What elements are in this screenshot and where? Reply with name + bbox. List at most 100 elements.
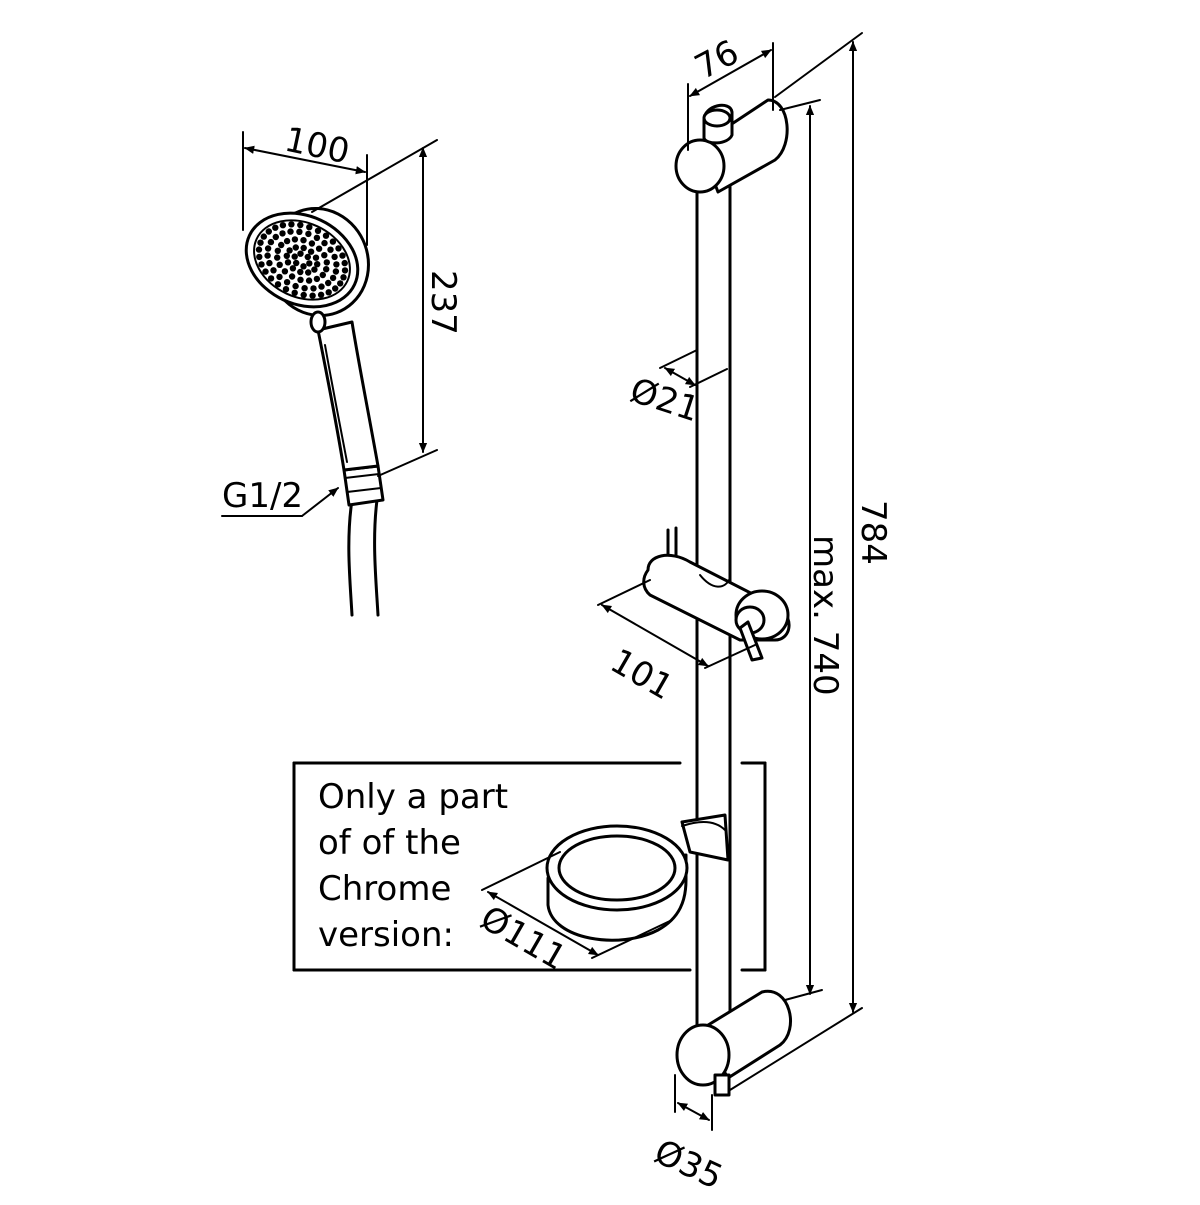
nozzle-dot [274,254,281,261]
dim-label-slider-width: 101 [604,641,680,708]
nozzle-dot [293,259,300,267]
nozzle-dot [274,281,282,288]
dim-label-holder-width: 76 [688,32,745,88]
nozzle-dot [323,266,330,273]
nozzle-dot [312,254,320,261]
nozzle-dot [291,289,298,296]
nozzle-dot [301,285,308,292]
nozzle-dot [308,240,316,247]
nozzle-dot [276,273,283,281]
nozzle-dot [329,238,337,245]
nozzle-dot [310,285,317,292]
nozzle-dot [258,261,265,268]
note-line-4: version: [318,915,454,955]
bottom-bracket [675,989,792,1097]
nozzle-dot [276,261,283,268]
nozzle-dot [291,253,298,260]
nozzle-dot [297,268,304,276]
nozzle-dot [314,227,322,234]
nozzle-dot [300,237,307,244]
nozzle-dot [332,268,340,275]
nozzle-dot [327,246,334,253]
nozzle-dot [325,289,332,296]
nozzle-dot [286,247,293,254]
nozzle-dot [283,237,291,245]
nozzle-dot [304,253,311,261]
nozzle-dot [272,224,279,231]
nozzle-dot [296,228,303,235]
nozzle-dot [341,259,348,267]
slider-holder [642,526,791,662]
note-line-3: Chrome [318,869,451,909]
nozzle-dot [335,245,342,252]
nozzle-dot [265,228,272,235]
nozzle-dot [255,246,263,253]
nozzle-dot [340,274,347,281]
dim-label-rail-diameter: Ø21 [625,371,704,431]
nozzle-dot [264,252,271,259]
nozzle-dot [332,285,339,292]
nozzle-dot [281,268,289,275]
dim-max-length: max. 740 [779,99,845,1001]
nozzle-dot [337,280,344,287]
dim-label-bracket-diameter: Ø35 [648,1132,728,1198]
nozzle-dot [311,266,318,273]
nozzle-dot [264,245,272,252]
nozzle-dot [292,244,299,251]
dim-hand-shower-length: 237 [311,139,463,477]
hand-shower [244,206,385,617]
nozzle-dot [306,260,313,267]
nozzle-dot [272,233,279,241]
nozzle-dot [319,271,326,279]
nozzle-dot [322,232,330,239]
nozzle-dot [329,274,337,282]
nozzle-dot [307,248,315,255]
hose-connector [342,464,385,507]
nozzle-dot [267,238,275,246]
nozzle-dot [257,239,264,246]
chrome-version-note: Only a part of of the Chrome version: [292,761,767,972]
nozzle-dot [317,291,325,298]
nozzle-dot [282,286,290,293]
nozzle-dot [279,222,287,229]
nozzle-dot [288,273,296,280]
hose [347,498,354,617]
nozzle-dot [289,265,297,272]
nozzle-dot [297,250,304,257]
nozzle-dot [270,267,277,274]
nozzle-dot [309,292,316,299]
nozzle-dot [318,283,325,290]
nozzle-dot [331,253,338,261]
nozzle-dot [279,230,286,237]
top-bracket [674,98,789,194]
nozzle-dot [341,267,349,274]
handle [316,320,380,472]
nozzle-dot [333,261,340,268]
dim-label-total-length: 784 [853,500,893,565]
nozzle-dot [278,241,285,249]
nozzle-dot [288,221,295,228]
nozzle-dot [287,228,294,235]
nozzle-dot [262,268,269,275]
nozzle-dot [297,276,304,283]
dim-label-head-width: 100 [281,120,353,173]
nozzle-dot [300,291,307,299]
nozzle-dot [339,252,346,259]
nozzle-dot [297,221,304,229]
nozzle-pattern [255,221,349,299]
dim-total-length: 784 [729,32,893,1091]
dim-connection-thread: G1/2 [221,476,339,517]
nozzle-dot [267,275,275,282]
nozzle-dot [321,252,328,259]
nozzle-dot [274,247,281,254]
nozzle-dot [266,259,273,267]
nozzle-dot [256,253,263,261]
dim-label-connection-thread: G1/2 [222,476,303,516]
note-line-2: of of the [318,823,461,863]
nozzle-dot [323,259,330,266]
nozzle-dot [305,277,313,284]
nozzle-dot [315,245,323,252]
nozzle-dot [260,233,267,240]
